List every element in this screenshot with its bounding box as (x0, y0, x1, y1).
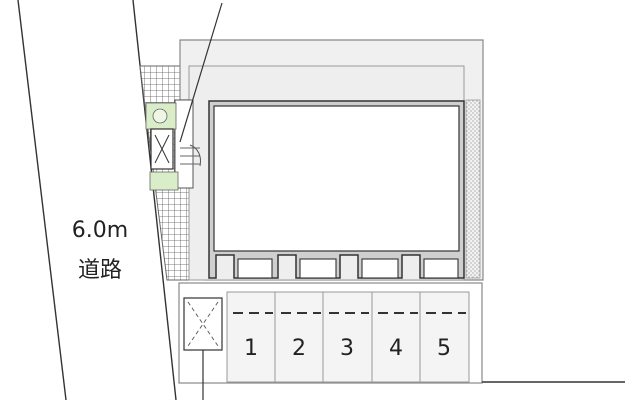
parking-slot-label: 3 (340, 336, 354, 361)
gate-cross (154, 134, 170, 164)
gravel-strip (465, 99, 481, 279)
parking-slot-label: 2 (292, 336, 306, 361)
leader-line (179, 2, 223, 143)
entrance-steps (180, 147, 200, 165)
road-edge-left (17, 0, 67, 400)
plant (152, 108, 168, 124)
entrance-frame (174, 99, 194, 189)
storage-box-cross (187, 301, 219, 347)
door-swing (189, 144, 201, 167)
road-width-label: 6.0m (71, 218, 129, 243)
planter (149, 171, 179, 191)
balcony (423, 258, 459, 279)
parking-slot-label: 4 (389, 336, 403, 361)
storage-box (183, 297, 223, 351)
balcony (237, 258, 273, 279)
parking-slot-label: 1 (244, 336, 258, 361)
parking-slot-label: 5 (437, 336, 451, 361)
parking-row (226, 291, 470, 383)
balcony (299, 258, 337, 279)
balcony (361, 258, 399, 279)
building-interior (213, 105, 460, 252)
road-name-label: 道路 (77, 258, 122, 283)
